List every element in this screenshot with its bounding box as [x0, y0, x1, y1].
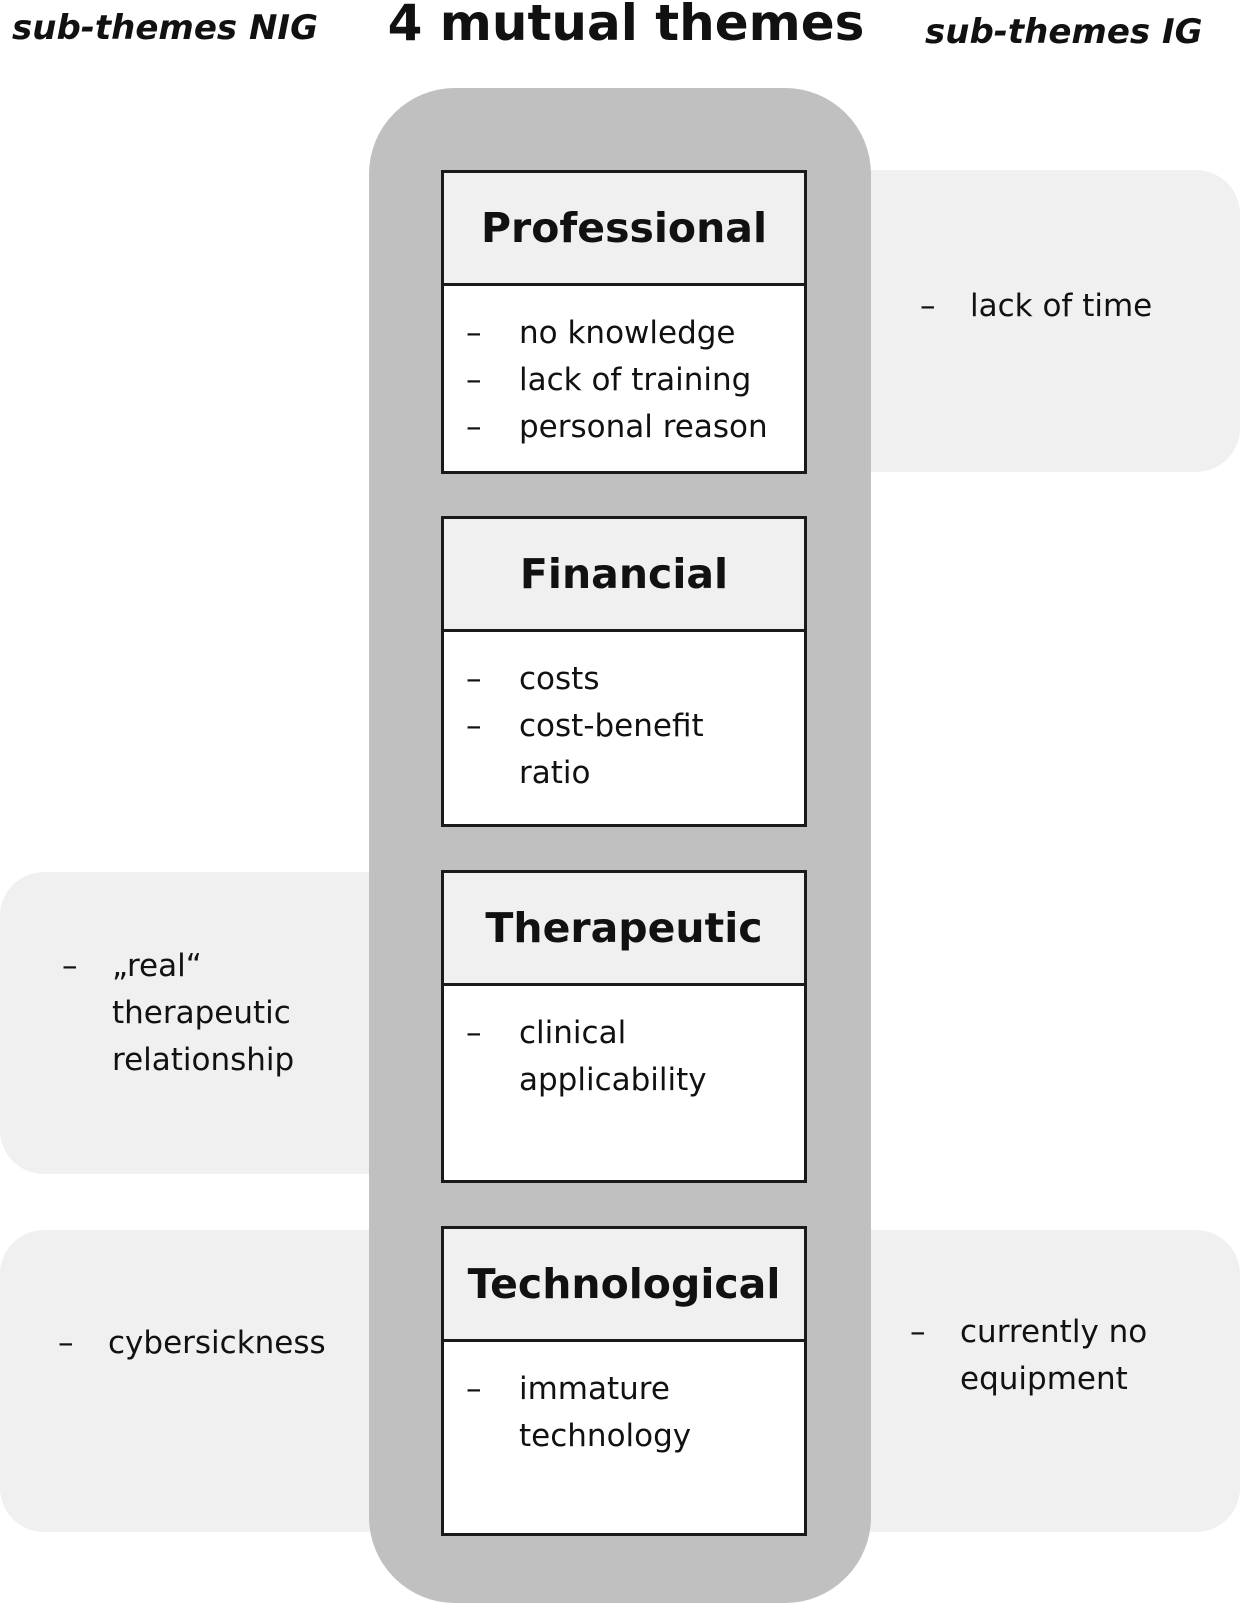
theme-therapeutic: Therapeutic – clinical applicability: [441, 870, 807, 1183]
list-item: –currently no equipment: [910, 1309, 1210, 1403]
ig-professional-panel: [850, 170, 1240, 472]
list-item: – lack of training: [444, 357, 804, 404]
dash-bullet: –: [466, 708, 482, 744]
dash-bullet: –: [466, 315, 482, 351]
header-sub-themes-nig: sub-themes NIG: [12, 8, 318, 48]
list-item: – no knowledge: [444, 310, 804, 357]
item-text: no knowledge: [519, 315, 736, 351]
header-sub-themes-ig: sub-themes IG: [925, 12, 1203, 52]
theme-title: Financial: [444, 519, 804, 632]
ig-professional-list: –lack of time: [920, 283, 1152, 330]
dash-bullet: –: [466, 1015, 482, 1051]
theme-title: Professional: [444, 173, 804, 286]
dash-bullet: –: [466, 1371, 482, 1407]
list-item: –cybersickness: [58, 1320, 326, 1367]
nig-technological-list: –cybersickness: [58, 1320, 326, 1367]
theme-items: – clinical applicability: [444, 986, 804, 1104]
list-item: – personal reason: [444, 404, 804, 451]
item-text: personal reason: [519, 409, 768, 445]
header-mutual-themes: 4 mutual themes: [0, 0, 1240, 52]
list-item: –lack of time: [920, 283, 1152, 330]
dash-bullet: –: [910, 1314, 926, 1350]
item-text: currently no equipment: [960, 1314, 1148, 1397]
dash-bullet: –: [466, 409, 482, 445]
item-text: cybersickness: [108, 1325, 326, 1361]
list-item: – cost-benefit ratio: [444, 703, 719, 797]
item-text: cost-benefit ratio: [519, 708, 704, 791]
theme-technological: Technological – immature technology: [441, 1226, 807, 1536]
item-text: immature technology: [519, 1371, 692, 1454]
list-item: –„real“ therapeutic relationship: [62, 943, 362, 1084]
ig-technological-list: –currently no equipment: [910, 1309, 1210, 1403]
ig-technological-panel: [850, 1230, 1240, 1532]
dash-bullet: –: [62, 948, 78, 984]
dash-bullet: –: [58, 1325, 74, 1361]
nig-technological-panel: [0, 1230, 380, 1532]
theme-title: Technological: [444, 1229, 804, 1342]
dash-bullet: –: [466, 661, 482, 697]
theme-items: – immature technology: [444, 1342, 804, 1460]
theme-title: Therapeutic: [444, 873, 804, 986]
theme-professional: Professional – no knowledge – lack of trai…: [441, 170, 807, 474]
theme-items: – no knowledge – lack of training – persona…: [444, 286, 804, 451]
dash-bullet: –: [466, 362, 482, 398]
theme-financial: Financial – costs – cost-benefit ratio: [441, 516, 807, 827]
item-text: costs: [519, 661, 600, 697]
header-mutual-themes-text: 4 mutual themes: [387, 0, 865, 52]
dash-bullet: –: [920, 288, 936, 324]
item-text: clinical applicability: [519, 1015, 707, 1098]
item-text: lack of time: [970, 288, 1153, 324]
item-text: „real“ therapeutic relationship: [112, 948, 295, 1078]
list-item: – immature technology: [444, 1366, 759, 1460]
nig-therapeutic-list: –„real“ therapeutic relationship: [62, 943, 362, 1084]
item-text: lack of training: [519, 362, 752, 398]
theme-items: – costs – cost-benefit ratio: [444, 632, 804, 797]
nig-therapeutic-panel: [0, 872, 380, 1174]
list-item: – clinical applicability: [444, 1010, 759, 1104]
list-item: – costs: [444, 656, 804, 703]
